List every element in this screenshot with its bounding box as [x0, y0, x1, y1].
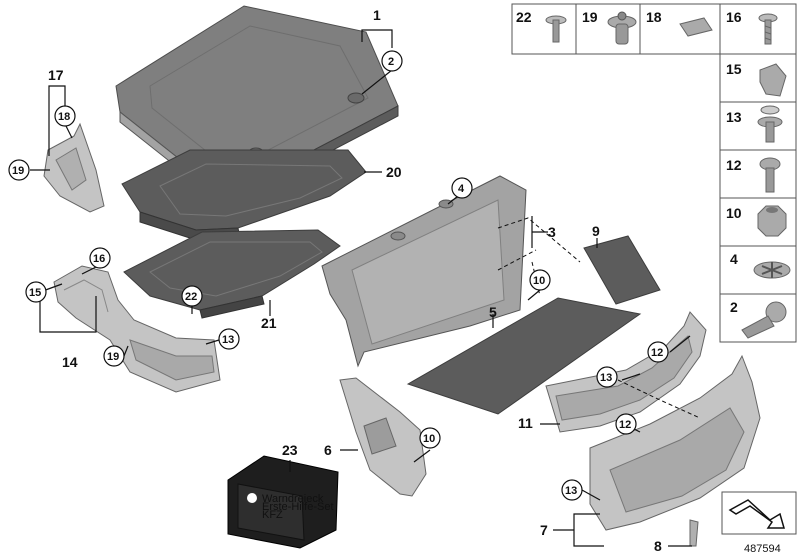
callout-circle-12a — [647, 341, 669, 363]
legend-label-12: 12 — [726, 157, 742, 173]
label-part-8: 8 — [654, 538, 662, 554]
label-part-21: 21 — [261, 315, 277, 331]
label-part-12a: 12 — [651, 347, 663, 359]
label-part-23: 23 — [282, 442, 298, 458]
label-part-10a: 10 — [533, 275, 545, 287]
legend-top-row: 22 19 18 16 — [511, 3, 797, 55]
label-part-22: 22 — [185, 291, 197, 303]
label-part-4: 4 — [458, 183, 465, 195]
label-part-15: 15 — [29, 287, 41, 299]
callout-circle-10a — [529, 269, 551, 291]
trunk-floor-tub[interactable] — [123, 229, 341, 319]
legend-label-16: 16 — [726, 9, 742, 25]
screw-icon — [758, 13, 778, 45]
hex-nut-icon — [757, 205, 787, 237]
callout-circle-18 — [54, 105, 76, 127]
leader-lines — [30, 29, 701, 547]
legend-label-15: 15 — [726, 61, 742, 77]
label-part-13b: 13 — [600, 372, 612, 384]
label-part-16: 16 — [93, 253, 105, 265]
label-part-2: 2 — [388, 56, 394, 68]
trunk-floor-tray[interactable] — [121, 149, 367, 241]
callout-circle-13c — [561, 479, 583, 501]
legend-label-10: 10 — [726, 205, 742, 221]
spring-nut-icon — [679, 17, 713, 37]
label-part-12b: 12 — [619, 419, 631, 431]
right-side-trim[interactable] — [589, 354, 761, 547]
label-part-18: 18 — [58, 111, 70, 123]
first-aid-kit-bag[interactable]: Warndreieck Erste-Hilfe-Set KFZ — [227, 455, 339, 549]
label-part-5: 5 — [489, 304, 497, 320]
label-part-20: 20 — [386, 164, 402, 180]
side-bracket[interactable] — [339, 377, 427, 497]
kit-label-2: Erste-Hilfe-Set — [262, 501, 334, 513]
legend-label-2: 2 — [730, 299, 738, 315]
expanding-rivet-icon — [757, 105, 783, 143]
label-part-3: 3 — [548, 224, 556, 240]
callout-circle-15 — [25, 281, 47, 303]
callout-circle-19a — [8, 159, 30, 181]
bracket-clip-icon — [759, 63, 787, 97]
label-part-17: 17 — [48, 67, 64, 83]
callout-circle-2 — [381, 50, 403, 72]
document-id: 487594 — [744, 543, 781, 555]
label-part-13a: 13 — [222, 334, 234, 346]
push-rivet-icon — [545, 15, 567, 43]
trunk-partition-panel[interactable] — [321, 175, 527, 368]
kit-label-3: KFZ — [262, 509, 283, 521]
label-part-11: 11 — [518, 415, 533, 431]
label-part-19b: 19 — [107, 351, 119, 363]
callout-circle-10b — [419, 427, 441, 449]
label-part-7: 7 — [540, 522, 548, 538]
label-part-9: 9 — [592, 223, 600, 239]
side-trim-mat[interactable] — [583, 235, 661, 305]
label-part-6: 6 — [324, 442, 332, 458]
callout-circle-19b — [103, 345, 125, 367]
plastic-clip-icon — [607, 11, 637, 45]
label-part-19a: 19 — [12, 165, 24, 177]
trunk-floor-mat[interactable] — [406, 297, 642, 415]
callout-circle-13a — [218, 328, 240, 350]
orientation-arrow-box — [721, 491, 797, 535]
callout-circle-22 — [181, 285, 203, 307]
legend-label-13: 13 — [726, 109, 742, 125]
left-side-trim-piece[interactable] — [43, 122, 105, 213]
legend-label-22: 22 — [516, 9, 532, 25]
kit-label-1: Warndreieck — [262, 493, 324, 505]
legend-label-18: 18 — [646, 9, 662, 25]
turn-knob-icon — [741, 301, 787, 339]
callout-circle-4 — [451, 177, 473, 199]
label-part-1: 1 — [373, 7, 381, 23]
collar-screw-icon — [759, 157, 781, 193]
label-part-10b: 10 — [423, 433, 435, 445]
label-part-13c: 13 — [565, 485, 577, 497]
callout-circle-13b — [596, 366, 618, 388]
legend-label-19: 19 — [582, 9, 598, 25]
legend-side-column: 15 13 12 10 4 2 — [719, 53, 797, 343]
callout-circle-12b — [615, 413, 637, 435]
label-part-14: 14 — [62, 354, 78, 370]
legend-label-4: 4 — [730, 251, 738, 267]
star-clip-icon — [753, 261, 791, 279]
callout-circle-16 — [89, 247, 111, 269]
